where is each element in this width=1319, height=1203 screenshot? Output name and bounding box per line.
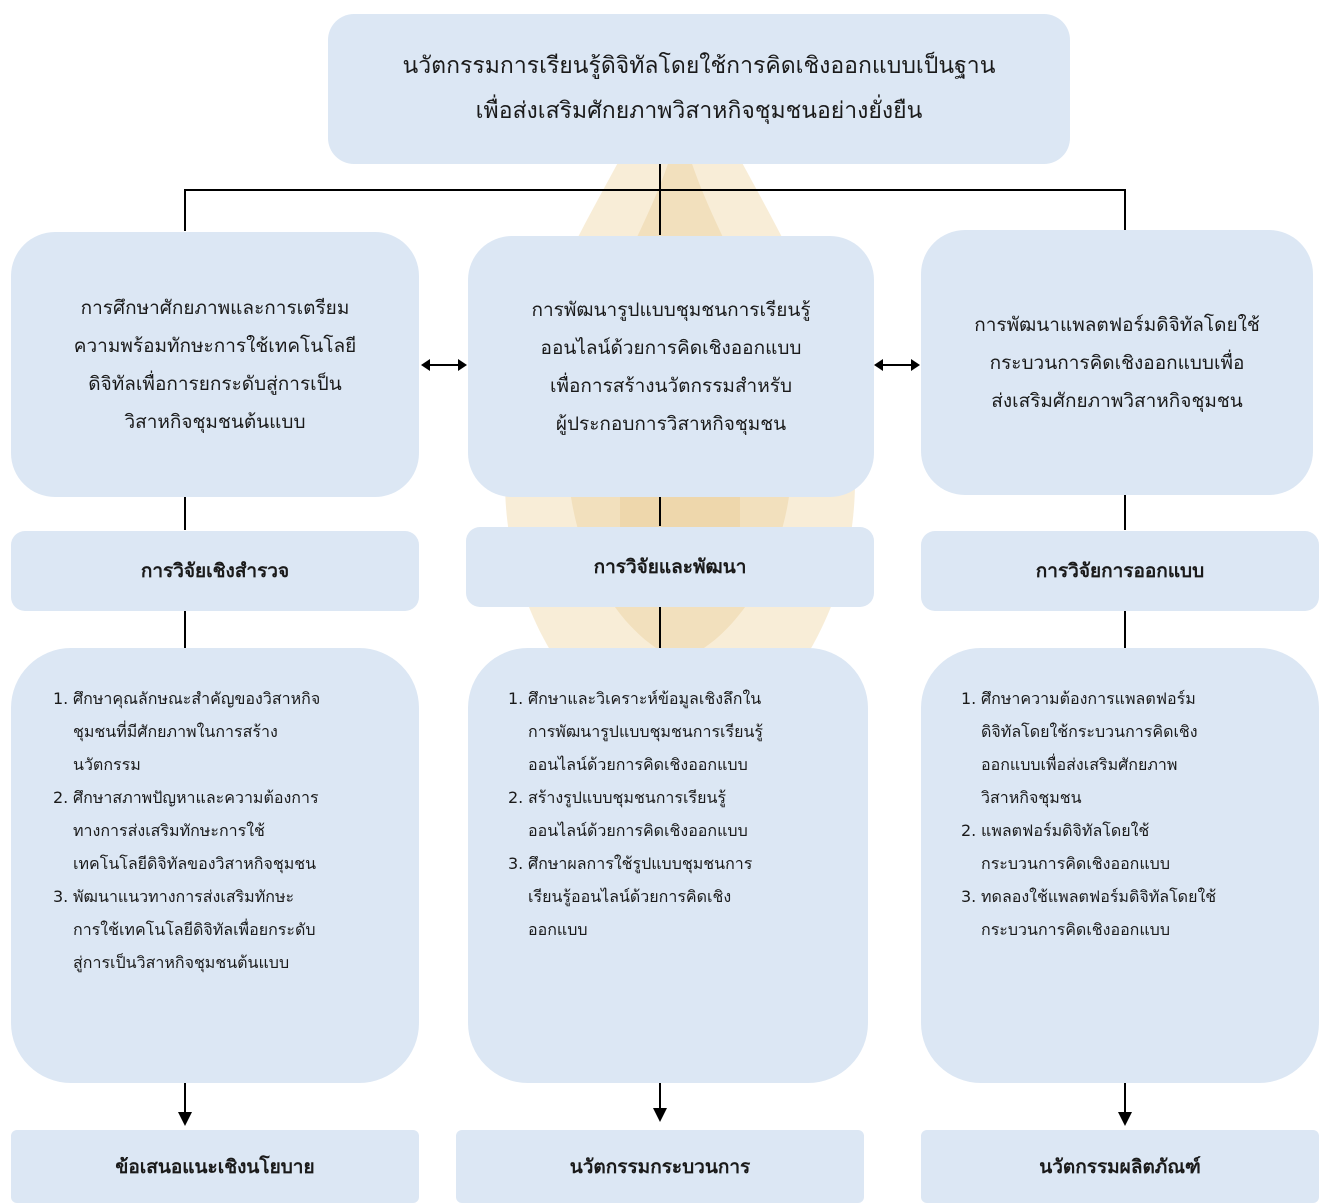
- connector: [659, 497, 661, 526]
- arrow-down-icon: [178, 1112, 192, 1126]
- connector: [659, 1083, 661, 1111]
- list-item: 3.ทดลองใช้แพลตฟอร์มดิจิทัลโดยใช้กระบวนกา…: [961, 880, 1216, 946]
- objective-box-1: การศึกษาศักยภาพและการเตรียม ความพร้อมทัก…: [11, 232, 419, 497]
- objective-2-line: เพื่อการสร้างนวัตกรรมสำหรับ: [549, 374, 793, 397]
- step-text: นวัตกรรม: [73, 755, 141, 774]
- list-item: 1.ศึกษาความต้องการแพลตฟอร์มดิจิทัลโดยใช้…: [961, 682, 1216, 814]
- double-arrow-icon: [421, 359, 467, 371]
- method-box-3: การวิจัยการออกแบบ: [921, 531, 1319, 611]
- objective-1-line: ดิจิทัลเพื่อการยกระดับสู่การเป็น: [88, 372, 342, 395]
- step-text: ศึกษาผลการใช้รูปแบบชุมชนการ: [528, 854, 753, 873]
- step-text: ศึกษาสภาพปัญหาและความต้องการ: [73, 788, 319, 807]
- step-text: กระบวนการคิดเชิงออกแบบ: [981, 920, 1170, 939]
- step-text: ออนไลน์ด้วยการคิดเชิงออกแบบ: [528, 755, 748, 774]
- output-box-2: นวัตกรรมกระบวนการ: [456, 1130, 864, 1203]
- steps-box-2: 1.ศึกษาและวิเคราะห์ข้อมูลเชิงลึกในการพัฒ…: [468, 648, 868, 1083]
- connector: [1124, 1083, 1126, 1115]
- list-item: 3.ศึกษาผลการใช้รูปแบบชุมชนการเรียนรู้ออน…: [508, 847, 763, 946]
- list-item: 1.ศึกษาคุณลักษณะสำคัญของวิสาหกิจชุมชนที่…: [53, 682, 320, 781]
- step-text: สู่การเป็นวิสาหกิจชุมชนต้นแบบ: [73, 953, 290, 972]
- step-text: ทดลองใช้แพลตฟอร์มดิจิทัลโดยใช้: [981, 887, 1217, 906]
- objective-2-line: การพัฒนารูปแบบชุมชนการเรียนรู้: [531, 298, 811, 321]
- step-number: 1.: [53, 689, 69, 708]
- title-line-1: นวัตกรรมการเรียนรู้ดิจิทัลโดยใช้การคิดเช…: [402, 53, 996, 79]
- step-text: พัฒนาแนวทางการส่งเสริมทักษะ: [73, 887, 295, 906]
- connector: [1124, 495, 1126, 530]
- step-text: วิสาหกิจชุมชน: [981, 788, 1082, 807]
- connector-left-down: [184, 189, 186, 231]
- connector: [659, 607, 661, 648]
- method-label: การวิจัยเชิงสำรวจ: [140, 560, 290, 582]
- step-number: 3.: [508, 854, 524, 873]
- step-text: เรียนรู้ออนไลน์ด้วยการคิดเชิง: [528, 887, 732, 906]
- step-number: 3.: [961, 887, 977, 906]
- step-number: 1.: [508, 689, 524, 708]
- objective-3-line: ส่งเสริมศักยภาพวิสาหกิจชุมชน: [991, 389, 1243, 412]
- step-number: 2.: [508, 788, 524, 807]
- list-item: 1.ศึกษาและวิเคราะห์ข้อมูลเชิงลึกในการพัฒ…: [508, 682, 763, 781]
- objective-2-line: ผู้ประกอบการวิสาหกิจชุมชน: [555, 412, 787, 435]
- method-label: การวิจัยและพัฒนา: [593, 556, 747, 578]
- step-text: ชุมชนที่มีศักยภาพในการสร้าง: [73, 722, 278, 741]
- step-text: สร้างรูปแบบชุมชนการเรียนรู้: [528, 788, 726, 807]
- objective-1-line: การศึกษาศักยภาพและการเตรียม: [80, 296, 350, 319]
- arrow-down-icon: [1118, 1112, 1132, 1126]
- connector-horizontal: [184, 189, 1126, 191]
- step-number: 2.: [961, 821, 977, 840]
- method-label: การวิจัยการออกแบบ: [1035, 560, 1205, 582]
- objective-box-2: การพัฒนารูปแบบชุมชนการเรียนรู้ ออนไลน์ด้…: [468, 236, 874, 497]
- output-label: ข้อเสนอแนะเชิงนโยบาย: [115, 1155, 315, 1178]
- arrow-down-icon: [653, 1108, 667, 1122]
- connector-middle-down: [659, 189, 661, 235]
- connector-title-down: [659, 164, 661, 190]
- step-text: ศึกษาความต้องการแพลตฟอร์ม: [981, 689, 1196, 708]
- steps-box-1: 1.ศึกษาคุณลักษณะสำคัญของวิสาหกิจชุมชนที่…: [11, 648, 419, 1083]
- output-box-3: นวัตกรรมผลิตภัณฑ์: [921, 1130, 1319, 1203]
- step-text: ทางการส่งเสริมทักษะการใช้: [73, 821, 265, 840]
- steps-box-3: 1.ศึกษาความต้องการแพลตฟอร์มดิจิทัลโดยใช้…: [921, 648, 1319, 1083]
- list-item: 3.พัฒนาแนวทางการส่งเสริมทักษะการใช้เทคโน…: [53, 880, 320, 979]
- objective-2-line: ออนไลน์ด้วยการคิดเชิงออกแบบ: [540, 336, 802, 359]
- output-label: นวัตกรรมกระบวนการ: [569, 1155, 751, 1178]
- step-text: การพัฒนารูปแบบชุมชนการเรียนรู้: [528, 722, 763, 741]
- step-number: 2.: [53, 788, 69, 807]
- objective-1-line: วิสาหกิจชุมชนต้นแบบ: [124, 410, 306, 433]
- step-text: ดิจิทัลโดยใช้กระบวนการคิดเชิง: [981, 722, 1198, 741]
- connector: [184, 611, 186, 648]
- objective-3-line: การพัฒนาแพลตฟอร์มดิจิทัลโดยใช้: [974, 313, 1260, 336]
- double-arrow-icon: [874, 359, 920, 371]
- connector-right-down: [1124, 189, 1126, 231]
- step-text: ศึกษาคุณลักษณะสำคัญของวิสาหกิจ: [73, 689, 321, 708]
- step-text: ศึกษาและวิเคราะห์ข้อมูลเชิงลึกใน: [528, 689, 762, 708]
- list-item: 2.ศึกษาสภาพปัญหาและความต้องการทางการส่งเ…: [53, 781, 320, 880]
- objective-box-3: การพัฒนาแพลตฟอร์มดิจิทัลโดยใช้ กระบวนการ…: [921, 230, 1313, 495]
- output-box-1: ข้อเสนอแนะเชิงนโยบาย: [11, 1130, 419, 1203]
- step-text: แพลตฟอร์มดิจิทัลโดยใช้: [981, 821, 1150, 840]
- objective-3-line: กระบวนการคิดเชิงออกแบบเพื่อ: [989, 351, 1245, 374]
- output-label: นวัตกรรมผลิตภัณฑ์: [1039, 1155, 1201, 1178]
- connector: [184, 1083, 186, 1115]
- step-text: กระบวนการคิดเชิงออกแบบ: [981, 854, 1170, 873]
- list-item: 2.แพลตฟอร์มดิจิทัลโดยใช้กระบวนการคิดเชิง…: [961, 814, 1216, 880]
- main-title-box: นวัตกรรมการเรียนรู้ดิจิทัลโดยใช้การคิดเช…: [328, 14, 1070, 164]
- connector: [184, 497, 186, 530]
- method-box-2: การวิจัยและพัฒนา: [466, 527, 874, 607]
- step-text: การใช้เทคโนโลยีดิจิทัลเพื่อยกระดับ: [73, 920, 316, 939]
- step-text: ออกแบบเพื่อส่งเสริมศักยภาพ: [981, 755, 1178, 774]
- list-item: 2.สร้างรูปแบบชุมชนการเรียนรู้ออนไลน์ด้วย…: [508, 781, 763, 847]
- title-line-2: เพื่อส่งเสริมศักยภาพวิสาหกิจชุมชนอย่างยั…: [475, 98, 923, 124]
- step-number: 3.: [53, 887, 69, 906]
- step-text: ออกแบบ: [528, 920, 588, 939]
- step-number: 1.: [961, 689, 977, 708]
- step-text: ออนไลน์ด้วยการคิดเชิงออกแบบ: [528, 821, 748, 840]
- method-box-1: การวิจัยเชิงสำรวจ: [11, 531, 419, 611]
- step-text: เทคโนโลยีดิจิทัลของวิสาหกิจชุมชน: [73, 854, 317, 873]
- connector: [1124, 611, 1126, 648]
- objective-1-line: ความพร้อมทักษะการใช้เทคโนโลยี: [73, 334, 357, 357]
